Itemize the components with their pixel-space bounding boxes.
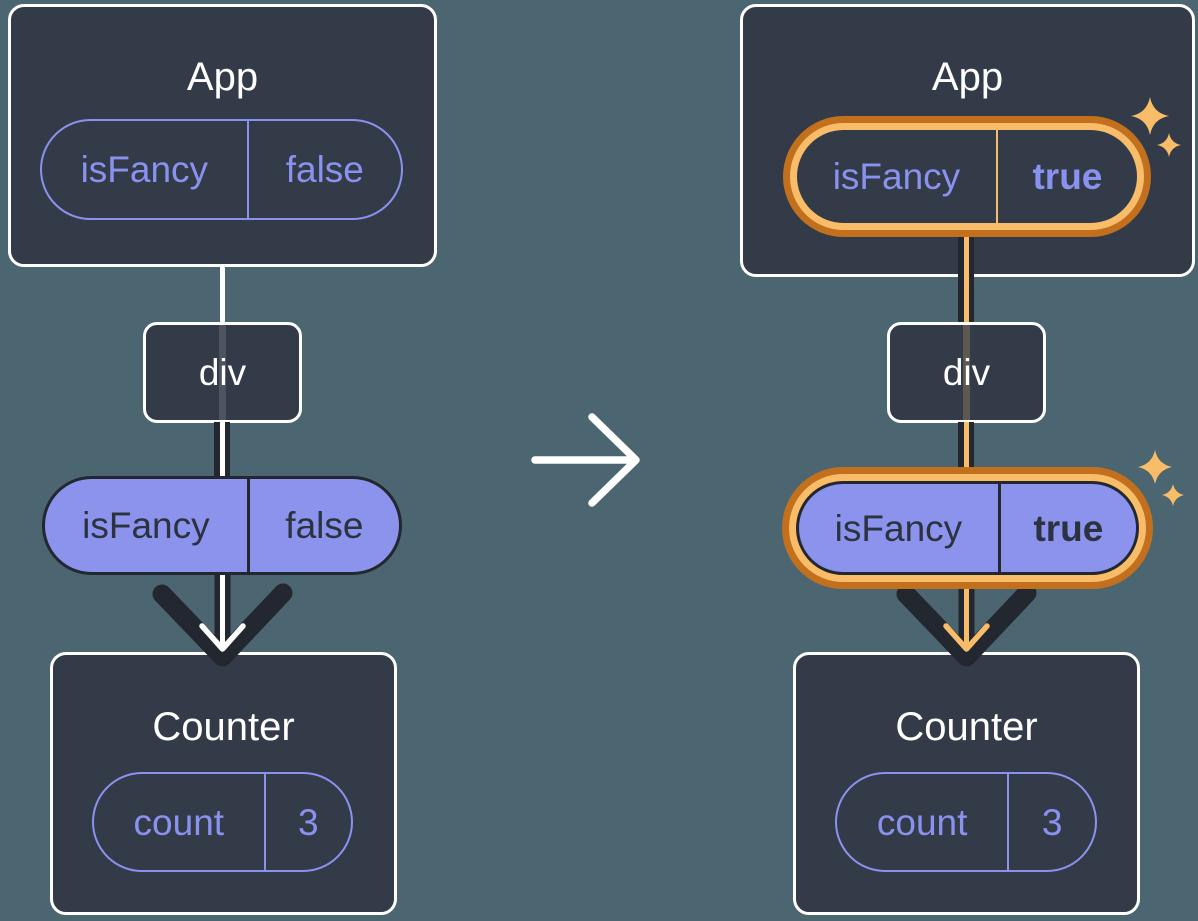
after-counter-title: Counter (895, 705, 1038, 749)
after-app-prop-pill: isFancy true (790, 123, 1144, 230)
state-name: count (837, 774, 1010, 870)
before-passed-prop-pill: isFancy false (42, 476, 402, 575)
before-down-arrow-icon (152, 568, 293, 667)
before-counter-title: Counter (152, 705, 295, 749)
before-div-prop-connector-core (220, 422, 225, 478)
connector-through-stripe (963, 325, 970, 420)
before-div-label: div (198, 351, 247, 393)
prop-name: isFancy (45, 479, 250, 572)
prop-name: isFancy (797, 130, 998, 223)
sparkle-icon (1131, 97, 1181, 157)
prop-value: false (285, 505, 364, 546)
after-passed-prop-pill: isFancy true (796, 481, 1139, 575)
state-value: 3 (298, 801, 319, 843)
after-down-arrow-icon (896, 568, 1037, 667)
after-counter-state-pill: count 3 (835, 772, 1097, 872)
sparkle-icon (1138, 450, 1184, 506)
after-div-label: div (942, 351, 991, 393)
after-div-node: div (887, 322, 1046, 423)
after-app-title: App (931, 55, 1004, 99)
prop-value: false (285, 149, 364, 190)
after-div-prop-connector-core (963, 422, 969, 484)
state-value: 3 (1041, 801, 1063, 843)
transition-right-arrow-icon (531, 413, 640, 507)
before-app-prop-pill: isFancy false (40, 119, 403, 220)
before-div-node: div (143, 322, 302, 423)
before-app-div-connector (220, 265, 225, 324)
state-name: count (94, 774, 266, 870)
prop-name: isFancy (799, 484, 1001, 572)
before-app-title: App (186, 55, 259, 99)
prop-name: isFancy (42, 121, 249, 218)
prop-value: true (1033, 507, 1104, 549)
prop-value: true (1032, 156, 1103, 197)
before-counter-state-pill: count 3 (92, 772, 353, 872)
connector-through-stripe (219, 325, 226, 420)
after-app-div-connector-core (963, 228, 969, 324)
